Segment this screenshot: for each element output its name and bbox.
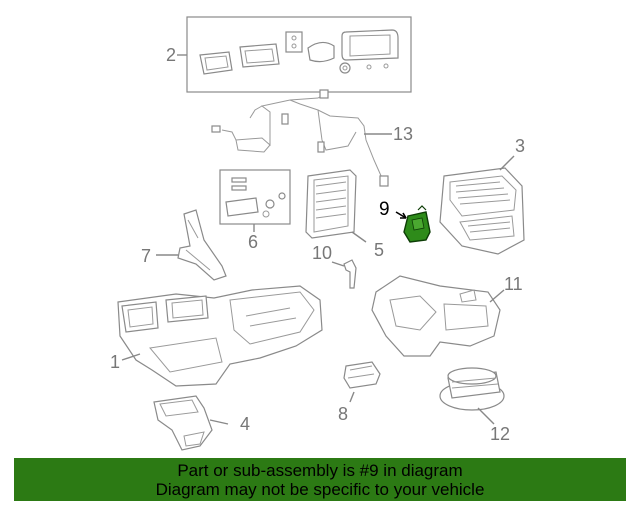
callout-8: 8 xyxy=(338,404,348,424)
banner-line-1: Part or sub-assembly is #9 in diagram xyxy=(177,461,463,480)
callout-3: 3 xyxy=(515,136,525,156)
part-8-resistor xyxy=(343,361,381,403)
part-5-evaporator xyxy=(305,169,367,243)
part-6-hardware xyxy=(219,169,291,232)
callout-4: 4 xyxy=(240,414,250,434)
part-10-seal xyxy=(331,259,357,289)
callout-12: 12 xyxy=(490,424,510,444)
callout-6: 6 xyxy=(248,232,258,252)
callout-1: 1 xyxy=(110,352,120,372)
info-banner: Part or sub-assembly is #9 in diagram Di… xyxy=(14,458,626,501)
callout-5: 5 xyxy=(374,240,384,260)
part-13-harness xyxy=(211,89,392,187)
part-1-main-housing xyxy=(117,285,323,387)
part-7-duct xyxy=(156,209,227,281)
callout-2: 2 xyxy=(166,45,176,65)
callout-9: 9 xyxy=(379,199,390,220)
callout-10: 10 xyxy=(312,243,332,263)
callout-13: 13 xyxy=(393,124,413,144)
part-9-actuator xyxy=(395,205,431,243)
part-11-lower-housing xyxy=(371,275,505,357)
part-12-blower-motor xyxy=(439,367,505,425)
banner-line-2: Diagram may not be specific to your vehi… xyxy=(155,480,485,499)
part-3-housing xyxy=(439,155,525,255)
part-4-duct xyxy=(153,395,229,451)
callout-7: 7 xyxy=(141,246,151,266)
part-2-kit xyxy=(177,16,412,93)
callout-11: 11 xyxy=(504,274,523,294)
